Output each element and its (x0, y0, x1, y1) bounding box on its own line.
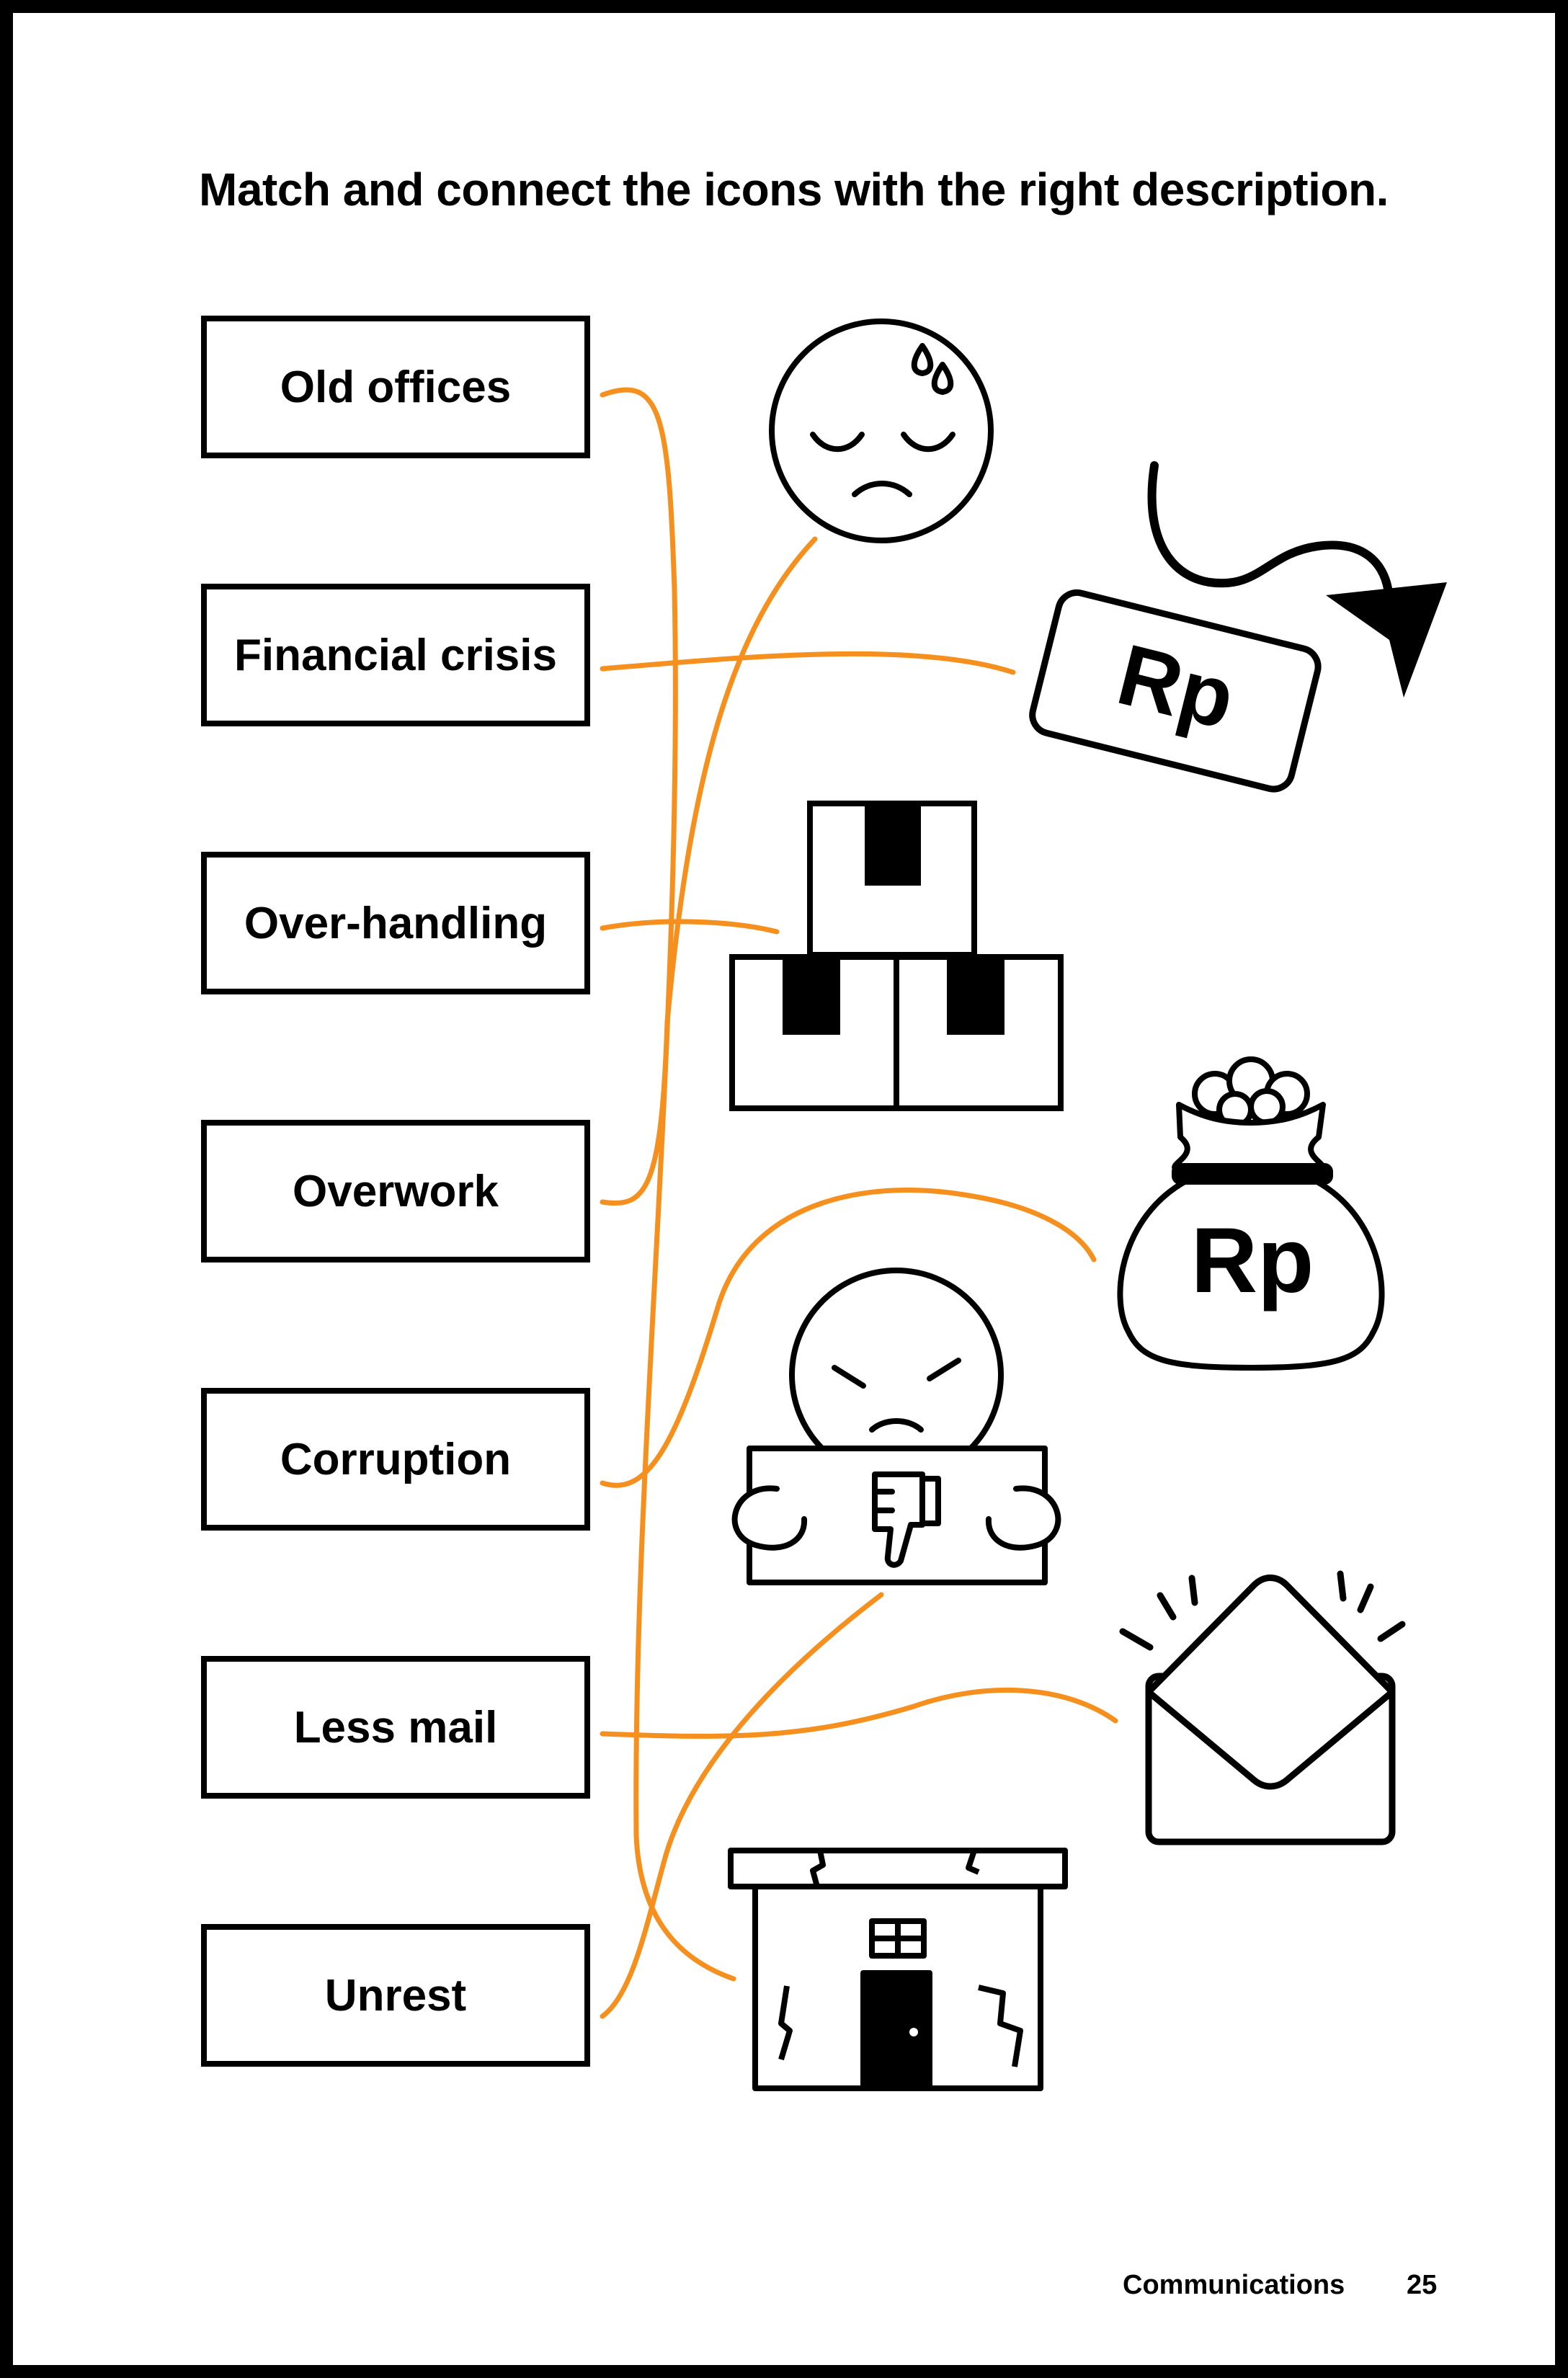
line-less-mail (600, 1687, 1118, 1739)
instruction-heading: Match and connect the icons with the rig… (199, 164, 1389, 215)
label-old-offices[interactable]: Old offices (201, 316, 590, 458)
falling-rupiah-icon: Rp (1029, 461, 1447, 793)
line-old-offices (600, 387, 736, 1982)
label-corruption[interactable]: Corruption (201, 1388, 590, 1531)
label-unrest[interactable]: Unrest (201, 1924, 590, 2067)
note-currency-label: Rp (1109, 626, 1244, 748)
connection-lines (600, 387, 1118, 2019)
line-overwork (600, 536, 818, 1206)
footer-section-title: Communications (1123, 2270, 1345, 2300)
page-number: 25 (1407, 2270, 1438, 2300)
worksheet-page: Match and connect the icons with the rig… (13, 13, 1555, 2365)
label-financial-crisis[interactable]: Financial crisis (201, 584, 590, 726)
money-bag-icon: Rp (1117, 1056, 1385, 1371)
cracked-building-icon (728, 1848, 1068, 2091)
sweating-face-icon (769, 319, 994, 543)
label-less-mail[interactable]: Less mail (201, 1656, 590, 1799)
open-envelope-icon (1119, 1570, 1406, 1845)
label-overwork[interactable]: Overwork (201, 1120, 590, 1263)
line-unrest (600, 1592, 884, 2019)
bag-currency-label: Rp (1191, 1209, 1314, 1312)
angry-protester-icon (731, 1268, 1061, 1585)
stacked-boxes-icon (729, 801, 1064, 1111)
line-corruption (600, 1188, 1097, 1488)
label-over-handling[interactable]: Over-handling (201, 852, 590, 994)
line-financial-crisis (600, 651, 1016, 675)
line-over-handling (600, 919, 780, 935)
